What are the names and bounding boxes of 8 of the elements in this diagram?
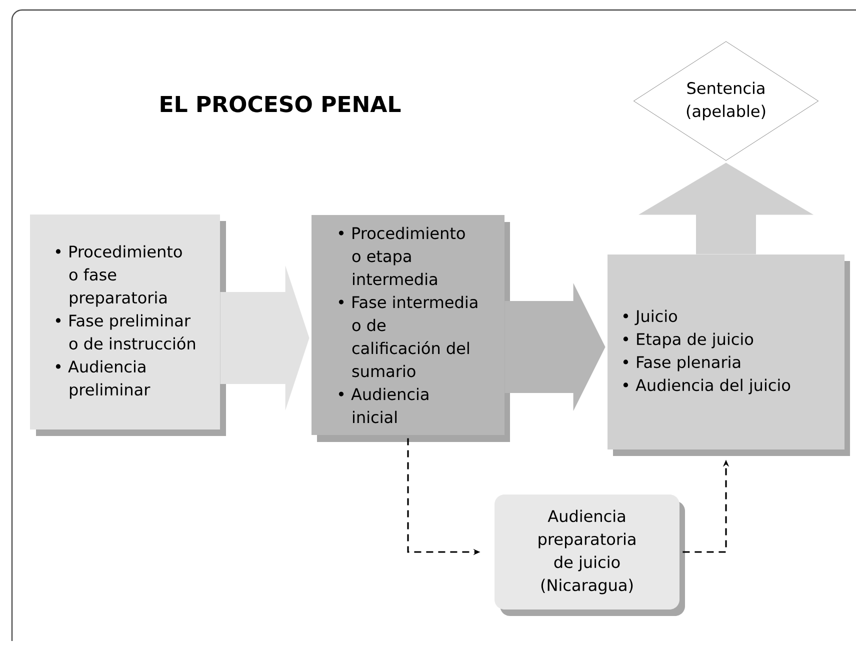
- process-box: • Juicio • Etapa de juicio • Fase plenaria • Audiencia del juicio: [608, 254, 850, 456]
- block-arrow: [504, 283, 606, 411]
- block-arrow: [220, 266, 310, 410]
- process-box: • Procedimiento o fase preparatoria • Fase preliminar o de instrucción • Audiencia preliminar: [30, 214, 226, 436]
- process-box: • Procedimiento o etapa intermedia • Fase intermedia o de calificación del sumario • Audiencia inicial: [312, 215, 510, 442]
- process-box: Audiencia preparatoria de juicio (Nicaragua): [494, 494, 685, 616]
- block-arrow: [638, 162, 814, 254]
- title: EL PROCESO PENAL: [160, 96, 401, 112]
